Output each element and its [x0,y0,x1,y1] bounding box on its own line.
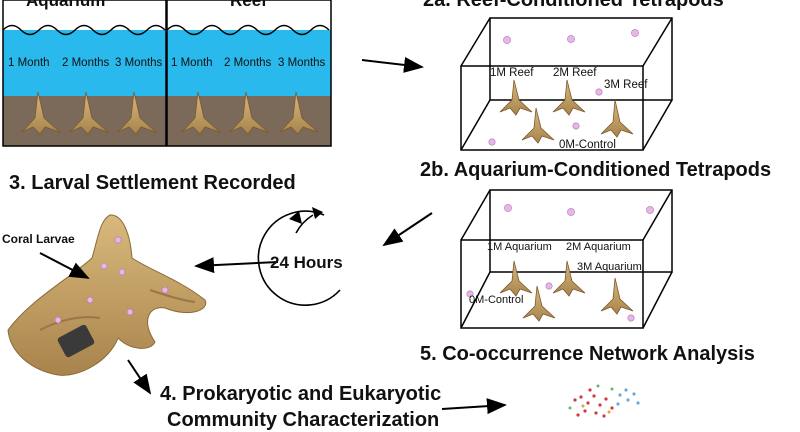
reef-label-2m: 2M Reef [553,67,597,79]
step-2b-title: 2b. Aquarium-Conditioned Tetrapods [420,159,772,181]
reef-month-3: 3 Months [278,57,326,69]
experiment-diagram [2,0,673,418]
aquarium-box-larvae [466,204,654,322]
tank-tetrapods [21,91,319,135]
reef-label-1m: 1M Reef [490,67,534,79]
reef-label-control: 0M-Control [559,139,616,151]
aquarium-label-2m: 2M Aquarium [566,241,631,253]
aquarium-box-tetrapods [499,260,634,322]
step-2a-title: 2a. Reef-Conditioned Tetrapods [423,0,724,11]
settlement-tetrapod [7,214,207,376]
cycle-label: 24 Hours [270,253,343,272]
aquarium-month-2: 2 Months [62,57,110,69]
aquarium-month-3: 3 Months [115,57,163,69]
cycle-24-hours [257,207,341,306]
reef-box [460,17,673,151]
coral-larvae-label: Coral Larvae [2,232,75,246]
aquarium-month-1: 1 Month [8,57,50,69]
step-4-title-line2: Community Characterization [167,409,440,431]
reef-box-larvae [488,29,639,146]
step-3-title: 3. Larval Settlement Recorded [9,172,296,194]
aquarium-label-1m: 1M Aquarium [487,241,552,253]
reef-month-1: 1 Month [171,57,213,69]
step-5-title: 5. Co-occurrence Network Analysis [420,343,755,365]
aquarium-label-3m: 3M Aquarium [577,261,642,273]
step-4-title-line1: 4. Prokaryotic and Eukaryotic [160,383,442,405]
reef-tank-title: Reef [230,0,267,10]
reef-month-2: 2 Months [224,57,272,69]
aquarium-box [460,189,673,329]
reef-box-tetrapods [499,79,634,144]
aquarium-label-control: 0M-Control [469,294,524,306]
aquarium-tank-title: Aquarium [26,0,106,10]
reef-label-3m: 3M Reef [604,79,648,91]
network-graph [568,384,640,418]
